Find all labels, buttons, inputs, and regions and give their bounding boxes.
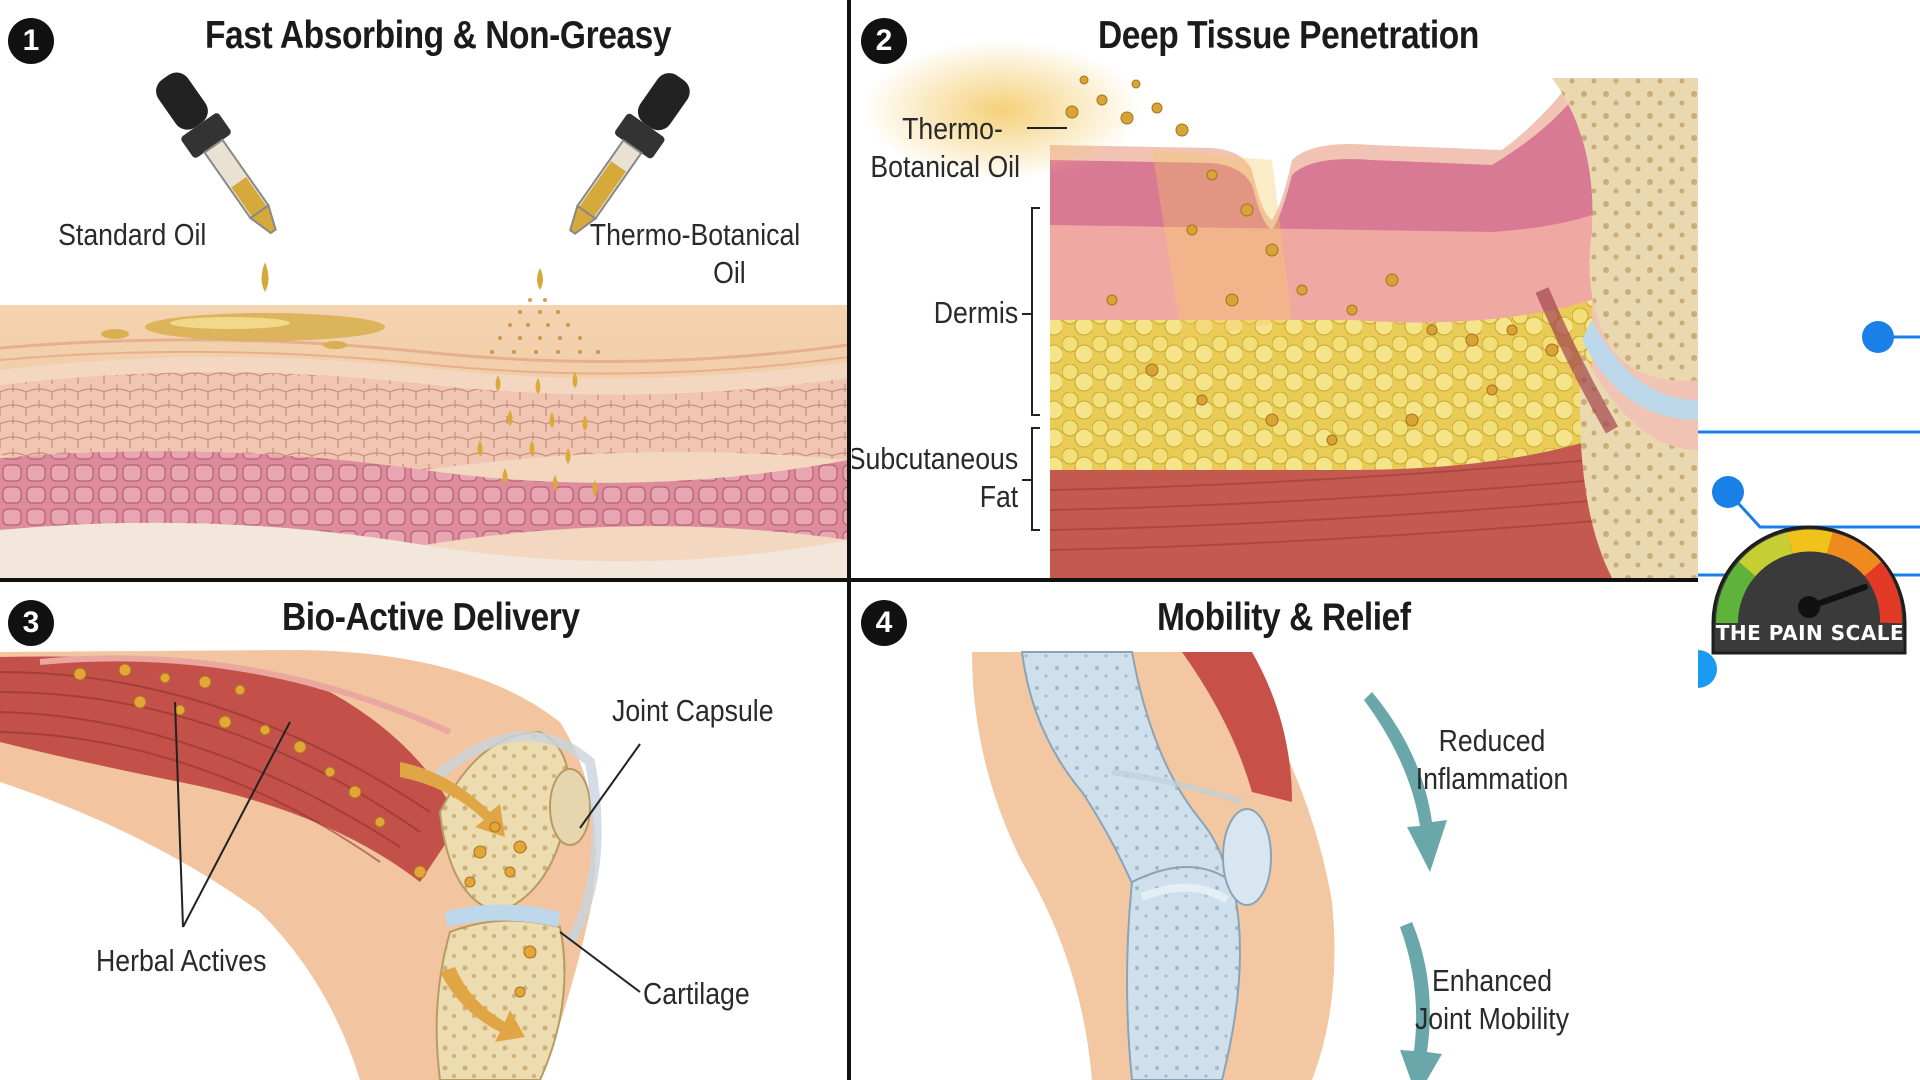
healthy-knee-illustration [972, 651, 1447, 1080]
panel-fast-absorbing: 1 Fast Absorbing & Non-Greasy Standard O… [0, 0, 848, 578]
reduced-inflammation-label: Reduced Inflammation [1415, 723, 1569, 796]
panel-title: Fast Absorbing & Non-Greasy [205, 14, 672, 57]
step-number-badge: 3 [8, 600, 54, 646]
herbal-actives-label: Herbal Actives [96, 943, 267, 978]
subcutaneous-fat-label: Subcutaneous Fat [852, 441, 1018, 514]
step-number-badge: 1 [8, 18, 54, 64]
panel-title: Deep Tissue Penetration [1098, 14, 1479, 57]
vertical-divider [847, 0, 851, 1080]
step-number-badge: 2 [861, 18, 907, 64]
panel-title: Bio-Active Delivery [282, 596, 580, 639]
panel-mobility-relief: 4 Mobility & Relief Reduced Inflammation… [852, 582, 1698, 1080]
step-number-badge: 4 [861, 600, 907, 646]
knee-delivery-illustration [0, 650, 641, 1080]
enhanced-joint-mobility-label: Enhanced Joint Mobility [1414, 963, 1570, 1036]
cartilage-label: Cartilage [643, 976, 750, 1011]
standard-oil-label: Standard Oil [57, 217, 206, 252]
pain-scale-badge: THE PAIN SCALE [1715, 621, 1905, 645]
skin-absorption-illustration [0, 72, 848, 578]
panel-deep-tissue: 2 Deep Tissue Penetration Thermo- Botani… [852, 0, 1698, 578]
thermo-botanical-oil-label: Thermo- Botanical Oil [870, 111, 1020, 184]
panel-title: Mobility & Relief [1157, 596, 1411, 639]
panel-bio-active: 3 Bio-Active Delivery Joint Capsule Herb… [0, 582, 848, 1080]
pain-scale-gauge-icon [1711, 525, 1907, 655]
tissue-layers-illustration [862, 40, 1698, 578]
dermis-label: Dermis [933, 295, 1018, 330]
horizontal-divider [0, 578, 1698, 582]
joint-capsule-label: Joint Capsule [612, 693, 774, 728]
thermo-botanical-oil-label: Thermo-Botanical Oil [589, 217, 801, 290]
